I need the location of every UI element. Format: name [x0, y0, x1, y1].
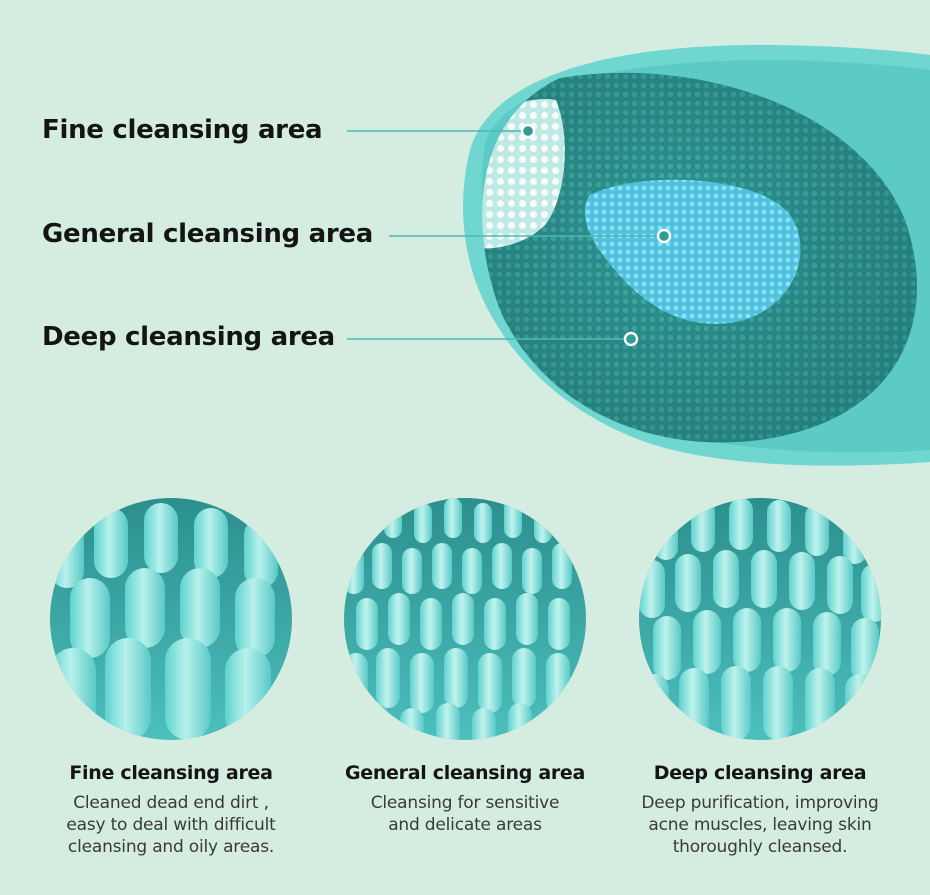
- general-marker: [656, 228, 672, 244]
- deep-bristles-closeup: [639, 498, 881, 740]
- general-card-title: General cleansing area: [344, 762, 586, 784]
- deep-marker: [623, 331, 639, 347]
- fine-marker: [520, 123, 536, 139]
- brush-head-illustration: [347, 45, 930, 466]
- fine-bristles-closeup: [50, 498, 292, 740]
- fine-card: Fine cleansing area Cleaned dead end dir…: [21, 760, 321, 858]
- general-card-description: Cleansing for sensitive and delicate are…: [370, 793, 560, 835]
- general-zone: [584, 179, 801, 324]
- general-bristles-closeup: [344, 498, 586, 740]
- deep-card-title: Deep cleansing area: [653, 762, 867, 784]
- general-zone-label: General cleansing area: [42, 219, 373, 249]
- deep-card: Deep cleansing area Deep purification, i…: [610, 760, 910, 858]
- deep-card-description: Deep purification, improving acne muscle…: [641, 793, 879, 857]
- fine-zone-label: Fine cleansing area: [42, 115, 323, 145]
- general-card: General cleansing area Cleansing for sen…: [315, 760, 615, 836]
- fine-card-description: Cleaned dead end dirt , easy to deal wit…: [66, 793, 276, 857]
- deep-zone-label: Deep cleansing area: [42, 322, 335, 352]
- fine-card-title: Fine cleansing area: [69, 762, 273, 784]
